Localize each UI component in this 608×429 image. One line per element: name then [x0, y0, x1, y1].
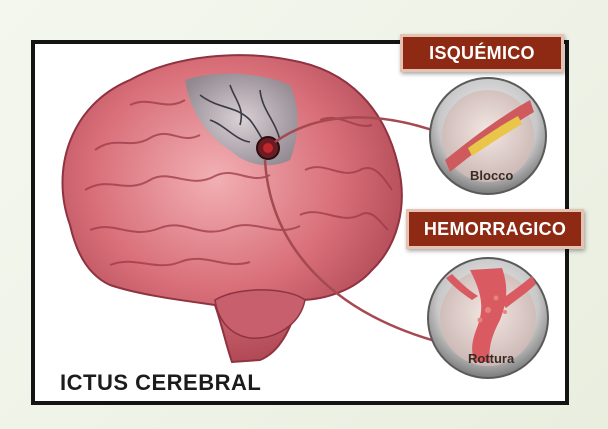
rupture-caption: Rottura [468, 351, 514, 366]
blockage-caption: Blocco [470, 168, 513, 183]
ischemic-label: ISQUÉMICO [400, 34, 564, 72]
brain-illustration [63, 55, 402, 362]
hemorrhagic-label: HEMORRAGICO [406, 209, 584, 249]
diagram-title: ICTUS CEREBRAL [60, 370, 261, 396]
